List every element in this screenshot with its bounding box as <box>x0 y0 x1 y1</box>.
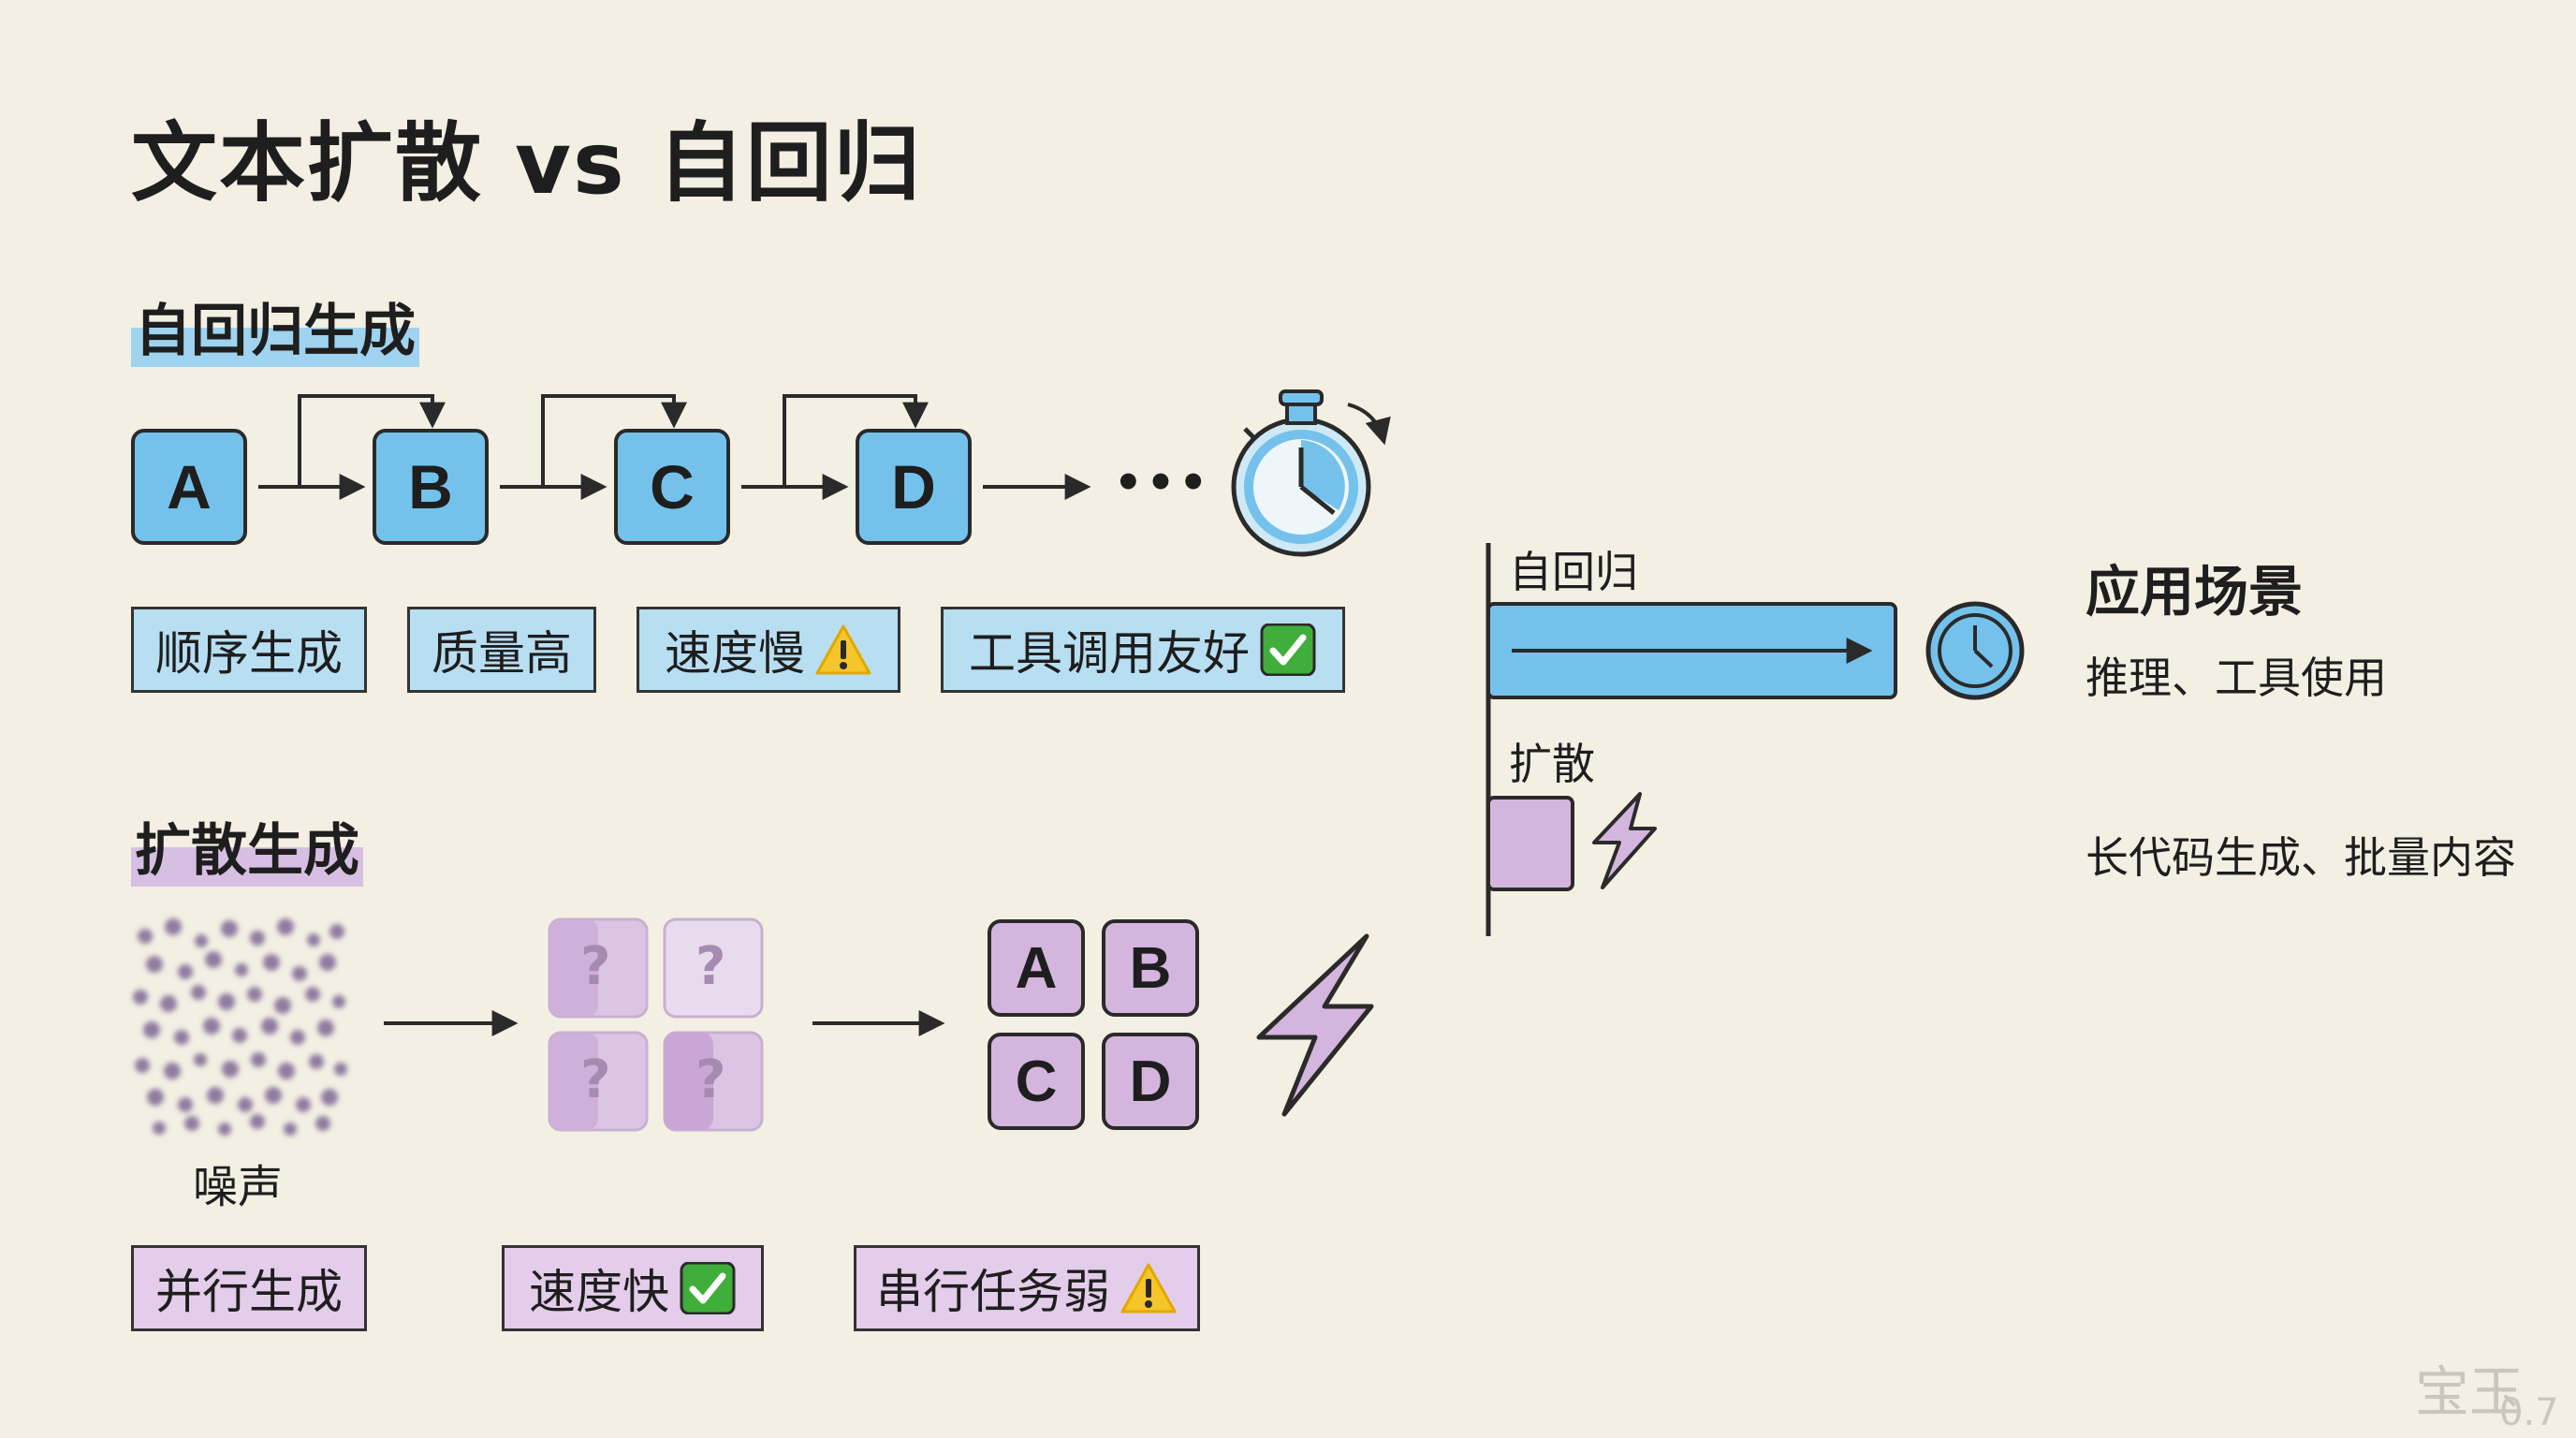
tag-parallel-label: 并行生成 <box>155 1265 343 1319</box>
tag-slow: 速度慢 <box>637 607 900 693</box>
ar-token-a: A <box>131 429 247 545</box>
masked-token: ? <box>580 1049 611 1110</box>
applications-ar-use: 推理、工具使用 <box>2086 653 2387 703</box>
watermark: 宝玉 <box>2415 1360 2525 1424</box>
tag-serial-weak: 串行任务弱 <box>854 1245 1200 1331</box>
comparison-chart <box>1486 543 2025 936</box>
comparison-diff-label: 扩散 <box>1509 739 1595 789</box>
stopwatch-icon <box>1231 389 1391 557</box>
diffusion-section-title: 扩散生成 <box>131 805 363 887</box>
tag-high-quality-label: 质量高 <box>432 626 572 681</box>
diff-token-d: D <box>1102 1033 1199 1130</box>
masked-token: ? <box>695 936 726 997</box>
diff-token-b: B <box>1102 919 1199 1017</box>
tag-parallel: 并行生成 <box>131 1245 367 1331</box>
ar-token-d: D <box>856 429 972 545</box>
page-title: 文本扩散 vs 自回归 <box>131 113 922 213</box>
tag-fast-label: 速度快 <box>529 1265 669 1319</box>
autoregressive-section-title: 自回归生成 <box>131 286 419 367</box>
noise-label: 噪声 <box>193 1161 284 1213</box>
noise-cloud <box>133 918 347 1136</box>
check-icon <box>1259 624 1317 676</box>
ar-arrows <box>258 394 1091 500</box>
watermark-version: 0.7 <box>2499 1391 2559 1434</box>
applications-diff-use: 长代码生成、批量内容 <box>2086 832 2516 883</box>
masked-token: ? <box>580 936 611 997</box>
diff-token-a: A <box>988 919 1085 1017</box>
tag-high-quality: 质量高 <box>407 607 596 693</box>
tag-tool-friendly-label: 工具调用友好 <box>969 626 1250 681</box>
masked-token: ? <box>695 1049 726 1110</box>
ar-token-b: B <box>373 429 489 545</box>
tag-sequential: 顺序生成 <box>131 607 367 693</box>
clock-icon <box>1925 601 2025 700</box>
tag-sequential-label: 顺序生成 <box>155 626 343 681</box>
tag-slow-label: 速度慢 <box>665 626 805 681</box>
applications-title: 应用场景 <box>2086 560 2304 624</box>
tag-serial-weak-label: 串行任务弱 <box>876 1265 1110 1319</box>
ar-token-c: C <box>614 429 730 545</box>
warning-icon <box>814 624 872 676</box>
lightning-icon <box>1592 792 1657 889</box>
lightning-icon <box>1256 933 1374 1117</box>
tag-fast: 速度快 <box>502 1245 764 1331</box>
masked-tiles <box>548 917 764 1132</box>
warning-icon <box>1120 1262 1178 1314</box>
ar-ellipsis: ••• <box>1114 457 1212 509</box>
diff-token-c: C <box>988 1033 1085 1130</box>
tag-tool-friendly: 工具调用友好 <box>941 607 1345 693</box>
comparison-ar-label: 自回归 <box>1509 547 1638 597</box>
check-icon <box>679 1262 737 1314</box>
